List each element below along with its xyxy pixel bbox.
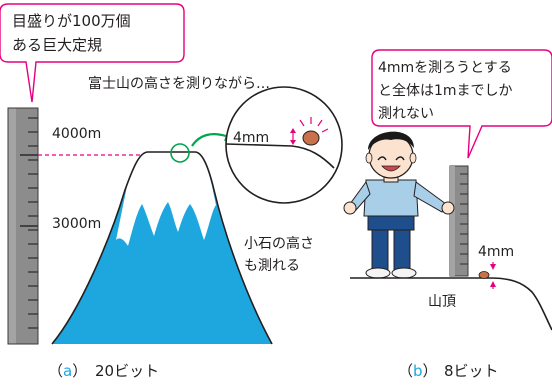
- callout-8bit-limit: 4mmを測ろうとする と全体は1mまでしか 測れない: [371, 49, 552, 159]
- caption-b-text: 8ビット: [444, 362, 499, 380]
- callout-a-line1: 目盛りが100万個: [12, 12, 131, 30]
- zoom-target-circle: [170, 143, 190, 163]
- callout-b-line3: 測れない: [378, 106, 434, 122]
- label-summit: 山頂: [428, 294, 456, 310]
- caption-pebble-line2: も測れる: [244, 258, 300, 274]
- heading-measuring-fuji: 富士山の高さを測りながら…: [88, 75, 270, 92]
- callout-b-line2: と全体は1mまでしか: [378, 82, 513, 99]
- mount-fuji: [51, 151, 273, 345]
- callout-b-line1: 4mmを測ろうとする: [378, 60, 512, 76]
- giant-ruler: [7, 107, 39, 345]
- svg-text:（b）: （b）: [398, 362, 438, 380]
- label-4mm-b: 4mm: [478, 244, 514, 260]
- caption-b-letter: b: [413, 362, 423, 380]
- pebble-icon: [302, 130, 320, 146]
- callout-huge-ruler: 目盛りが100万個 ある巨大定規: [0, 3, 185, 103]
- caption-pebble-line1: 小石の高さ: [244, 235, 314, 252]
- caption-a-text: 20ビット: [95, 362, 159, 380]
- person-figure: [343, 131, 455, 279]
- caption-a: （a） 20ビット: [48, 362, 159, 380]
- label-4000m: 4000m: [52, 126, 101, 142]
- zoom-arrow: [191, 133, 227, 147]
- svg-text:（a）: （a）: [48, 362, 87, 380]
- small-ruler: [449, 165, 469, 277]
- label-3000m: 3000m: [52, 216, 101, 232]
- summit-ground-line: [350, 277, 552, 331]
- callout-a-line2: ある巨大定規: [12, 36, 102, 54]
- label-4mm-zoom: 4mm: [233, 130, 269, 146]
- small-pebble-icon: [478, 271, 490, 279]
- caption-b: （b） 8ビット: [398, 362, 499, 380]
- caption-a-letter: a: [63, 362, 72, 380]
- magnified-view: 4mm: [225, 86, 343, 204]
